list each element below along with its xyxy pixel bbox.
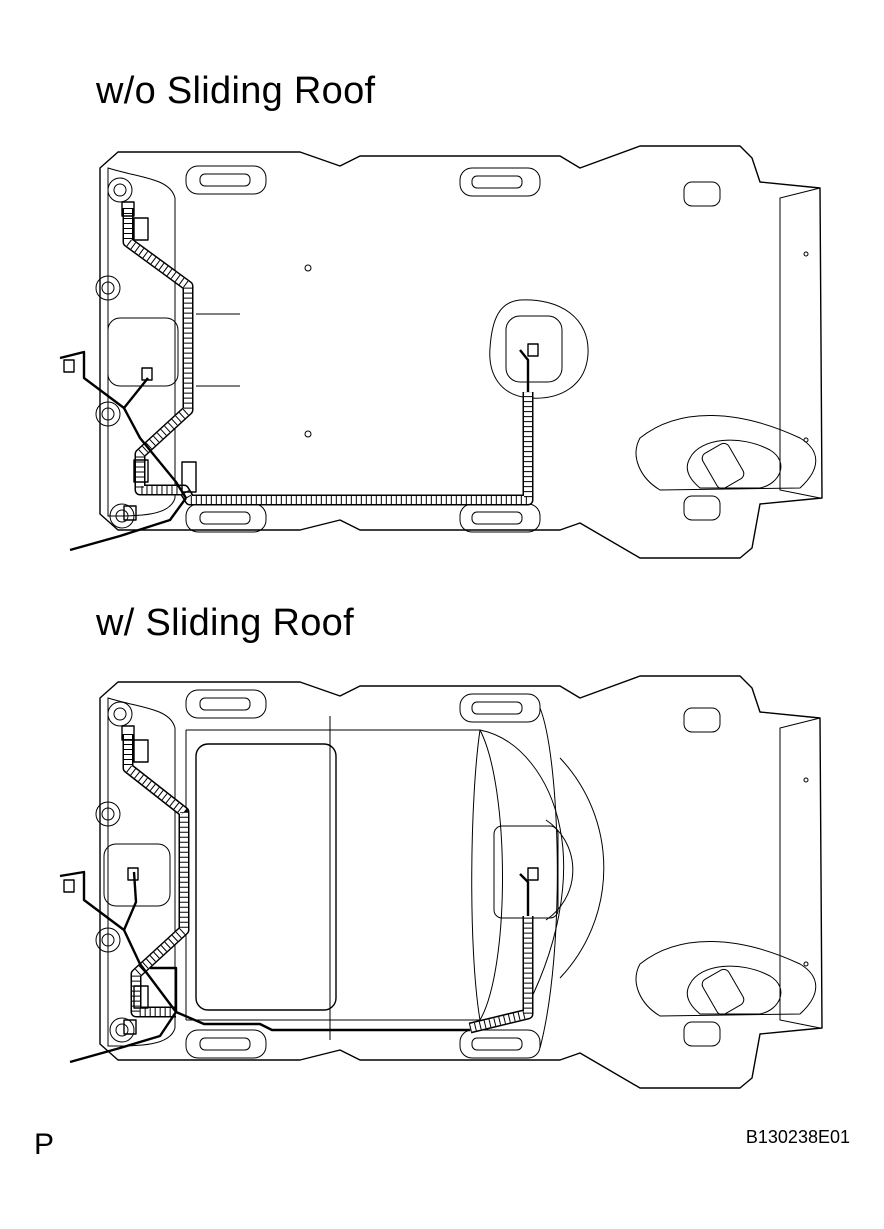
wire-branch-left <box>59 870 470 1032</box>
title-with-sliding-roof: w/ Sliding Roof <box>96 602 354 644</box>
headliner-outline <box>99 675 823 1089</box>
connector-dome <box>527 343 539 357</box>
wire-harness-main <box>122 208 534 506</box>
footer-left-label: P <box>34 1128 55 1161</box>
connector-dome <box>527 867 539 881</box>
front-panel <box>107 167 176 517</box>
title-without-sliding-roof: w/o Sliding Roof <box>96 70 376 112</box>
headliner-diagram-without-sliding-roof <box>59 145 823 559</box>
headliner-diagram-with-sliding-roof <box>59 675 823 1089</box>
wire-harness-main <box>122 734 534 1034</box>
dome-lamp-pad <box>489 299 589 399</box>
headliner-outline <box>99 145 823 559</box>
dome-lamp-pad <box>493 825 559 919</box>
figure-code: B130238E01 <box>745 1127 850 1147</box>
sliding-roof-opening <box>195 743 337 1011</box>
